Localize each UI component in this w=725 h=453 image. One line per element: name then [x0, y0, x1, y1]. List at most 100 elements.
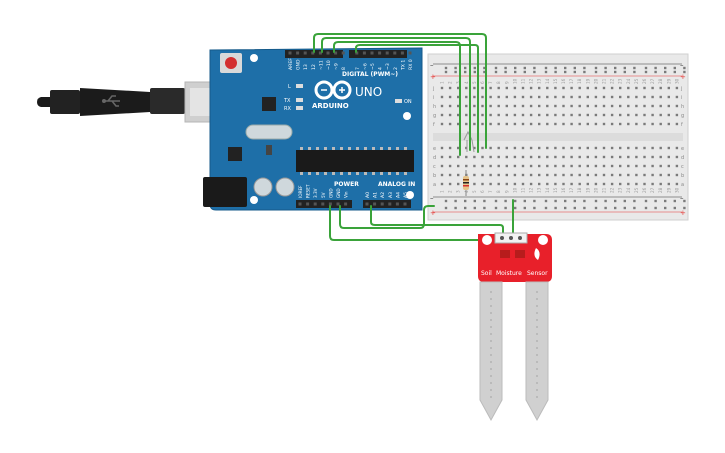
breadboard-col-label: 29	[666, 187, 671, 193]
breadboard-row-label: e	[681, 146, 684, 152]
breadboard-hole	[538, 182, 541, 186]
breadboard-hole	[513, 95, 517, 99]
breadboard-hole	[473, 66, 476, 70]
breadboard-col-label: 15	[553, 187, 558, 193]
prong-dot	[490, 291, 492, 293]
breadboard-hole	[554, 95, 557, 99]
breadboard-hole	[494, 66, 498, 70]
breadboard-hole	[594, 66, 598, 70]
breadboard-hole	[562, 95, 565, 99]
analog-pin-header[interactable]	[363, 200, 411, 208]
breadboard-hole	[454, 66, 457, 70]
resistor[interactable]	[463, 170, 469, 196]
breadboard-hole	[643, 173, 646, 177]
breadboard-hole	[654, 70, 657, 74]
breadboard-hole	[473, 104, 476, 108]
breadboard-hole	[643, 95, 646, 99]
breadboard-col-label: 29	[666, 78, 671, 84]
breadboard-hole	[533, 206, 536, 210]
breadboard-hole	[473, 199, 476, 203]
breadboard-hole	[610, 164, 614, 168]
breadboard-hole	[610, 113, 614, 117]
chip-leg	[372, 172, 375, 175]
breadboard-hole	[448, 182, 452, 186]
prong-dot	[536, 319, 538, 321]
soil-moisture-sensor[interactable]: Soil Moisture Sensor	[478, 232, 552, 422]
breadboard-hole	[586, 155, 589, 159]
breadboard-hole	[523, 206, 526, 210]
reset-button[interactable]	[220, 53, 242, 73]
breadboard-hole	[562, 164, 565, 168]
breadboard-hole	[504, 70, 507, 74]
breadboard-hole	[619, 146, 622, 150]
breadboard-hole	[627, 173, 630, 177]
breadboard-hole	[627, 164, 630, 168]
analog-pin-label: A2	[380, 192, 386, 198]
digital-pin-label: ~9	[334, 63, 340, 70]
chip-leg	[380, 172, 383, 175]
breadboard-hole	[573, 70, 576, 74]
breadboard-hole	[465, 164, 468, 168]
breadboard-hole	[659, 164, 662, 168]
breadboard-hole	[664, 70, 667, 74]
breadboard-hole	[454, 199, 457, 203]
breadboard-hole	[594, 70, 598, 74]
breadboard-hole	[564, 199, 567, 203]
breadboard-hole	[614, 199, 617, 203]
breadboard-hole	[594, 113, 598, 117]
chip-leg	[404, 147, 407, 150]
breadboard-hole	[570, 104, 573, 108]
breadboard-hole	[481, 164, 484, 168]
breadboard-hole	[586, 113, 589, 117]
breadboard-hole	[505, 164, 508, 168]
chip-leg	[396, 147, 399, 150]
arduino-model: UNO	[355, 85, 382, 99]
breadboard-hole	[444, 66, 448, 70]
breadboard-hole	[521, 86, 525, 90]
breadboard-row-label: g	[681, 113, 684, 119]
breadboard-hole	[497, 155, 500, 159]
breadboard-hole	[570, 182, 573, 186]
breadboard-hole	[473, 70, 476, 74]
breadboard-hole	[489, 86, 492, 90]
breadboard-hole	[578, 182, 581, 186]
breadboard-hole	[635, 122, 638, 126]
breadboard-hole	[497, 182, 500, 186]
breadboard-hole	[659, 104, 662, 108]
digital-pin-label: 12	[311, 64, 317, 70]
breadboard-hole	[594, 206, 598, 210]
breadboard-hole	[610, 95, 614, 99]
breadboard-col-label: 2	[448, 81, 453, 84]
breadboard-hole	[513, 173, 517, 177]
svg-text:+: +	[680, 209, 686, 217]
breadboard-hole	[481, 86, 484, 90]
breadboard-hole	[635, 164, 638, 168]
breadboard-hole	[667, 104, 670, 108]
breadboard-col-label: 18	[577, 187, 582, 193]
breadboard-hole	[654, 199, 657, 203]
prong-dot	[490, 396, 492, 398]
power-pin-label: Vin	[344, 191, 349, 198]
breadboard-hole	[675, 95, 679, 99]
breadboard-hole	[675, 146, 679, 150]
prong-dot	[536, 382, 538, 384]
breadboard-hole	[594, 122, 598, 126]
breadboard-hole	[444, 199, 448, 203]
power-jack[interactable]	[203, 177, 247, 207]
jumper-wires[interactable]	[313, 33, 514, 241]
breadboard-hole	[627, 122, 630, 126]
chip-leg	[364, 147, 367, 150]
prong-dot	[536, 368, 538, 370]
breadboard-hole	[651, 182, 654, 186]
breadboard-hole	[529, 104, 533, 108]
breadboard-hole	[564, 70, 567, 74]
breadboard-hole	[544, 66, 548, 70]
breadboard-hole	[554, 146, 557, 150]
breadboard-hole	[538, 146, 541, 150]
breadboard-col-label: 20	[593, 78, 598, 84]
breadboard-col-label: 17	[569, 187, 574, 193]
